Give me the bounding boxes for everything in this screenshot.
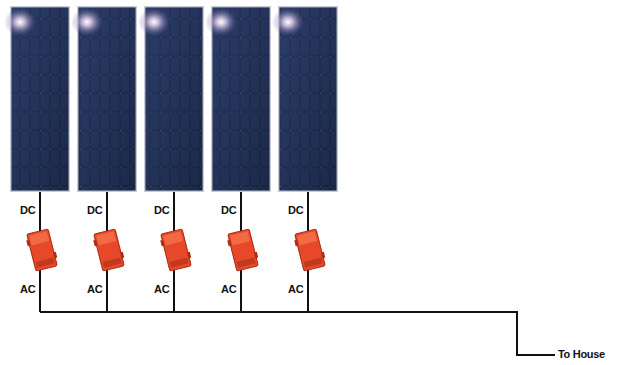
dc-label: DC (221, 204, 236, 217)
microinverter (92, 228, 126, 271)
dc-label: DC (20, 204, 35, 217)
solar-panel (272, 6, 338, 192)
ac-bus-wire (40, 312, 555, 355)
microinverter (159, 228, 193, 271)
ac-label: AC (154, 283, 169, 296)
ac-label: AC (221, 283, 236, 296)
microinverter (25, 228, 59, 271)
microinverter (226, 228, 260, 271)
dc-label: DC (154, 204, 169, 217)
solar-panel (71, 6, 137, 192)
ac-label: AC (87, 283, 102, 296)
solar-panel (138, 6, 204, 192)
ac-label: AC (288, 283, 303, 296)
dc-label: DC (87, 204, 102, 217)
microinverter (293, 228, 327, 271)
destination-label: To House (558, 348, 605, 361)
ac-label: AC (20, 283, 35, 296)
solar-panel (205, 6, 271, 192)
solar-panel (4, 6, 70, 192)
dc-label: DC (288, 204, 303, 217)
